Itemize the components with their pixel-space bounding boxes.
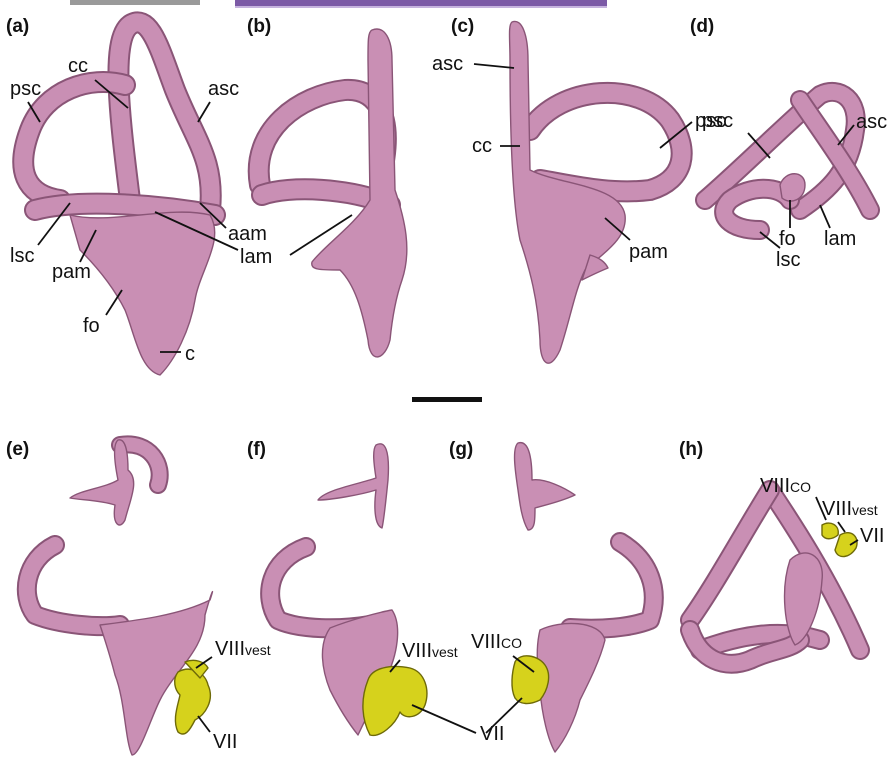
label-a-c: c <box>185 343 195 365</box>
label-h-viiivest: VIIIvest <box>822 498 878 520</box>
label-a-lsc: lsc <box>10 245 34 267</box>
label-c-pam: pam <box>629 241 668 263</box>
label-d-psc: psc <box>702 110 733 132</box>
panel-c: (c) asc cc psc pam <box>432 16 726 363</box>
scale-bar <box>412 397 482 402</box>
header-strip <box>70 0 607 8</box>
label-d-lsc: lsc <box>776 249 800 271</box>
panel-a: (a) psc cc asc aam lsc pam lam fo c <box>6 16 272 375</box>
label-d-asc: asc <box>856 111 887 133</box>
panel-f: (f) VIIIvest VII <box>247 439 504 745</box>
panel-e: (e) VIIIvest VII <box>6 439 271 755</box>
label-a-psc: psc <box>10 78 41 100</box>
panel-label-b: (b) <box>247 16 271 37</box>
label-a-cc: cc <box>68 55 88 77</box>
label-d-fo: fo <box>779 228 796 250</box>
label-a-asc: asc <box>208 78 239 100</box>
label-a-aam: aam <box>228 223 267 245</box>
label-e-vii: VII <box>213 731 237 753</box>
panel-b: (b) <box>247 16 407 357</box>
label-c-cc: cc <box>472 135 492 157</box>
label-a-pam: pam <box>52 261 91 283</box>
panel-label-c: (c) <box>451 16 474 37</box>
panel-label-a: (a) <box>6 16 29 37</box>
label-a-lam: lam <box>240 246 272 268</box>
panel-label-g: (g) <box>449 439 473 460</box>
label-c-asc: asc <box>432 53 463 75</box>
panel-g: (g) VIIICO <box>449 439 654 752</box>
label-d-lam: lam <box>824 228 856 250</box>
label-h-viiico: VIIICO <box>760 475 811 497</box>
label-h-vii: VII <box>860 525 884 547</box>
label-a-fo: fo <box>83 315 100 337</box>
label-e-viii: VIIIvest <box>215 638 271 660</box>
panel-label-e: (e) <box>6 439 29 460</box>
label-g-viii: VIIICO <box>471 631 522 653</box>
panel-label-d: (d) <box>690 16 714 37</box>
panel-d: (d) asc psc fo lam lsc <box>690 16 887 271</box>
panel-label-h: (h) <box>679 439 703 460</box>
panel-label-f: (f) <box>247 439 266 460</box>
panel-h: (h) VIIICO VIIIvest VII <box>679 439 884 664</box>
label-f-viii: VIIIvest <box>402 640 458 662</box>
